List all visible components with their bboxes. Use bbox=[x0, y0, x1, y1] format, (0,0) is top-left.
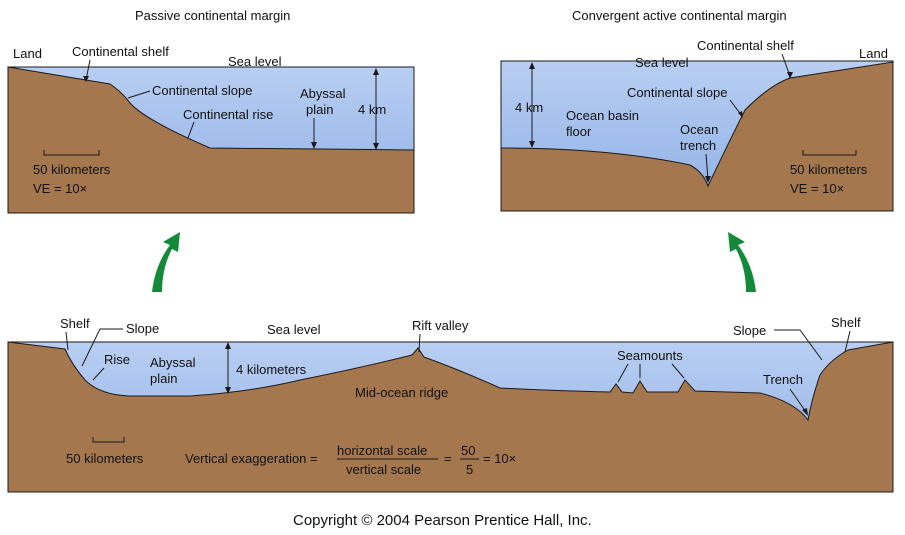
passive-depth-arrow-bottom bbox=[373, 143, 379, 150]
passive-slope-label: Continental slope bbox=[152, 83, 252, 98]
active-seafloor bbox=[500, 61, 894, 212]
ocean-seamount-pointer-1 bbox=[617, 363, 629, 383]
ocean-ridge-label: Mid-ocean ridge bbox=[355, 385, 448, 400]
ocean-abyssal-label-2: plain bbox=[150, 371, 177, 386]
active-frame bbox=[500, 60, 894, 212]
ocean-frame bbox=[7, 341, 894, 493]
active-depth-label: 4 km bbox=[515, 100, 543, 115]
left-green-arrow bbox=[152, 232, 180, 292]
passive-margin-panel: Passive continental margin Land Continen… bbox=[7, 8, 415, 214]
ocean-trench-arrowhead bbox=[802, 408, 808, 416]
passive-rise-pointer bbox=[187, 121, 195, 139]
ocean-ve-equals: = bbox=[444, 451, 452, 466]
ocean-depth-arrow-bottom bbox=[225, 387, 231, 394]
active-basin-label-2: floor bbox=[566, 124, 592, 139]
passive-frame bbox=[7, 66, 415, 214]
active-title: Convergent active continental margin bbox=[572, 8, 787, 23]
active-trench-label-1: Ocean bbox=[680, 122, 718, 137]
passive-abyssal-label-2: plain bbox=[306, 102, 333, 117]
ocean-shelf-left-label: Shelf bbox=[60, 316, 90, 331]
passive-land-label: Land bbox=[13, 46, 42, 61]
ocean-slope-left-label: Slope bbox=[126, 321, 159, 336]
active-scale-label: 50 kilometers bbox=[790, 162, 868, 177]
ocean-slope-right-pointer bbox=[774, 329, 823, 361]
ocean-ve-result: = 10× bbox=[483, 451, 516, 466]
ocean-shelf-left-pointer bbox=[65, 331, 69, 351]
ocean-rift-pointer bbox=[418, 333, 421, 353]
ocean-depth-label: 4 kilometers bbox=[236, 362, 307, 377]
ocean-fraction-denominator: 5 bbox=[466, 462, 473, 477]
passive-sea-level-label: Sea level bbox=[228, 54, 282, 69]
passive-ve-label: VE = 10× bbox=[33, 181, 87, 196]
ocean-ve-numerator: horizontal scale bbox=[337, 443, 427, 458]
passive-seafloor bbox=[7, 66, 415, 214]
active-trench-arrowhead bbox=[705, 176, 711, 183]
ocean-basin-panel: Shelf Slope Sea level Rift valley Slope … bbox=[7, 315, 894, 493]
ocean-ve-denominator: vertical scale bbox=[346, 462, 421, 477]
passive-title: Passive continental margin bbox=[135, 8, 290, 23]
left-arrow-shaft bbox=[152, 232, 180, 292]
active-slope-arrowhead bbox=[738, 111, 743, 118]
ocean-slope-left-pointer bbox=[81, 328, 123, 367]
passive-shelf-label: Continental shelf bbox=[72, 44, 169, 59]
ocean-sea-level-label: Sea level bbox=[267, 322, 321, 337]
active-ve-label: VE = 10× bbox=[790, 181, 844, 196]
passive-scale-bar bbox=[43, 150, 100, 156]
ocean-trench-pointer bbox=[789, 388, 807, 413]
active-trench-label-2: trench bbox=[680, 138, 716, 153]
copyright-text: Copyright © 2004 Pearson Prentice Hall, … bbox=[293, 512, 592, 529]
passive-abyssal-label-1: Abyssal bbox=[300, 86, 346, 101]
active-shelf-arrowhead bbox=[787, 72, 793, 79]
passive-depth-label: 4 km bbox=[358, 102, 386, 117]
ocean-shelf-right-label: Shelf bbox=[831, 315, 861, 330]
passive-slope-pointer bbox=[127, 90, 151, 99]
ocean-fraction-numerator: 50 bbox=[461, 443, 475, 458]
active-trench-pointer bbox=[705, 153, 709, 181]
ocean-rift-label: Rift valley bbox=[412, 318, 469, 333]
ocean-shelf-right-pointer bbox=[844, 330, 851, 353]
passive-scale-label: 50 kilometers bbox=[33, 162, 111, 177]
ocean-depth-arrow-top bbox=[225, 342, 231, 349]
ocean-trench-label: Trench bbox=[763, 372, 803, 387]
right-arrow-shaft bbox=[728, 232, 756, 292]
active-scale-bar bbox=[802, 150, 857, 156]
ocean-seamounts-label: Seamounts bbox=[617, 348, 683, 363]
passive-abyssal-arrowhead bbox=[311, 142, 317, 149]
ocean-scale-bar bbox=[92, 437, 125, 443]
ocean-scale-label: 50 kilometers bbox=[66, 451, 144, 466]
active-basin-label-1: Ocean basin bbox=[566, 108, 639, 123]
ocean-seafloor bbox=[7, 341, 894, 493]
passive-rise-label: Continental rise bbox=[183, 107, 273, 122]
ocean-abyssal-label-1: Abyssal bbox=[150, 355, 196, 370]
right-green-arrow bbox=[728, 232, 756, 292]
active-slope-label: Continental slope bbox=[627, 85, 727, 100]
active-land-label: Land bbox=[859, 46, 888, 61]
passive-depth-arrow-top bbox=[373, 68, 379, 75]
ocean-ve-label: Vertical exaggeration = bbox=[185, 451, 318, 466]
ocean-rise-label: Rise bbox=[104, 352, 130, 367]
ocean-slope-right-label: Slope bbox=[733, 323, 766, 338]
ocean-rise-pointer bbox=[92, 367, 105, 381]
ocean-seamount-pointer-3 bbox=[671, 363, 685, 379]
active-shelf-label: Continental shelf bbox=[697, 38, 794, 53]
active-sea-level-label: Sea level bbox=[635, 55, 689, 70]
passive-shelf-arrowhead bbox=[83, 76, 89, 82]
active-depth-arrow-bottom bbox=[529, 141, 535, 148]
active-margin-panel: Convergent active continental margin Con… bbox=[500, 8, 894, 212]
active-depth-arrow-top bbox=[529, 62, 535, 69]
